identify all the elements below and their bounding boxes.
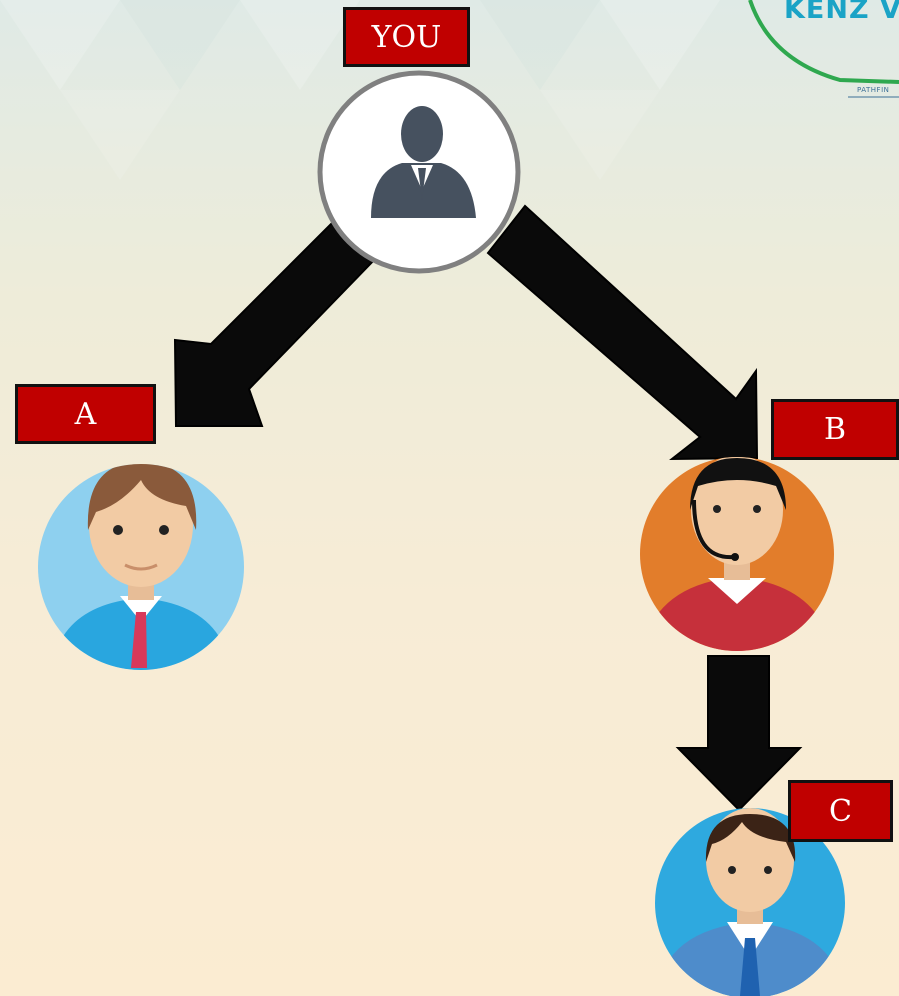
label-you: YOU bbox=[343, 7, 470, 67]
logo-text: KENZ VE bbox=[784, 0, 899, 25]
label-a: A bbox=[15, 384, 156, 444]
arrow-you-to-a bbox=[173, 218, 378, 427]
logo-subtext: PATHFIN bbox=[857, 86, 890, 94]
label-c: C bbox=[788, 780, 893, 842]
label-b: B bbox=[771, 399, 899, 460]
arrow-you-to-b bbox=[486, 204, 759, 461]
arrow-b-to-c bbox=[675, 655, 803, 812]
